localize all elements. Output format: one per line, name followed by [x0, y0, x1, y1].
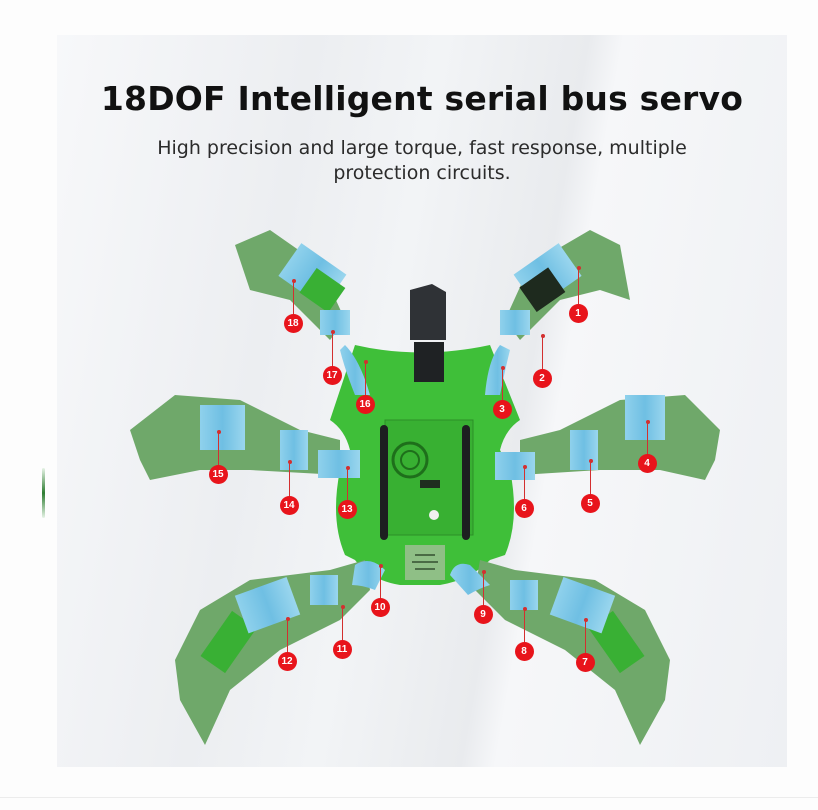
headline: 18DOF Intelligent serial bus servo: [100, 79, 744, 118]
leg-front-right: [485, 230, 630, 395]
servo-marker-12: 12: [277, 651, 297, 671]
servo-marker-anchor: [330, 330, 335, 334]
servo-marker-2: 2: [532, 368, 552, 388]
divider: [0, 797, 818, 798]
servo-marker-leader: [502, 368, 503, 409]
leg-middle-left: [130, 395, 360, 480]
servo-marker-leader: [647, 422, 648, 463]
servo-marker-4: 4: [637, 453, 657, 473]
servo-marker-leader: [365, 362, 366, 404]
leg-rear-right: [450, 560, 670, 745]
servo-marker-anchor: [576, 266, 581, 270]
servo-marker-anchor: [522, 465, 527, 469]
servo-marker-anchor: [340, 605, 345, 609]
leg-middle-right: [495, 395, 720, 480]
servo-marker-anchor: [287, 460, 292, 464]
servo-marker-14: 14: [279, 495, 299, 515]
servo-marker-anchor: [285, 617, 290, 621]
servo-marker-18: 18: [283, 313, 303, 333]
servo-marker-10: 10: [370, 597, 390, 617]
servo-marker-1: 1: [568, 303, 588, 323]
servo-marker-11: 11: [332, 639, 352, 659]
servo-marker-3: 3: [492, 399, 512, 419]
servo-marker-leader: [347, 468, 348, 509]
servo-marker-anchor: [522, 607, 527, 611]
servo-marker-8: 8: [514, 641, 534, 661]
camera-module: [410, 284, 446, 382]
servo-marker-7: 7: [575, 652, 595, 672]
servo-marker-leader: [524, 467, 525, 508]
servo-marker-anchor: [540, 334, 545, 338]
servo-marker-anchor: [588, 459, 593, 463]
servo-marker-leader: [287, 619, 288, 661]
servo-marker-leader: [483, 572, 484, 614]
servo-marker-leader: [524, 609, 525, 651]
servo-marker-6: 6: [514, 498, 534, 518]
servo-marker-16: 16: [355, 394, 375, 414]
servo-marker-anchor: [500, 366, 505, 370]
servo-marker-leader: [585, 620, 586, 662]
servo-marker-17: 17: [322, 365, 342, 385]
subheadline: High precision and large torque, fast re…: [157, 137, 687, 184]
servo-marker-leader: [289, 462, 290, 505]
servo-marker-anchor: [378, 564, 383, 568]
servo-marker-leader: [590, 461, 591, 503]
edge-artifact: [42, 468, 45, 518]
servo-marker-anchor: [345, 466, 350, 470]
servo-marker-anchor: [645, 420, 650, 424]
servo-marker-anchor: [583, 618, 588, 622]
servo-marker-anchor: [363, 360, 368, 364]
servo-marker-leader: [542, 336, 543, 378]
servo-marker-9: 9: [473, 604, 493, 624]
servo-marker-leader: [342, 607, 343, 649]
leg-front-left: [235, 230, 370, 395]
servo-marker-leader: [578, 268, 579, 313]
servo-marker-5: 5: [580, 493, 600, 513]
servo-marker-13: 13: [337, 499, 357, 519]
servo-marker-leader: [293, 281, 294, 323]
servo-marker-anchor: [481, 570, 486, 574]
robot-body: [330, 345, 520, 585]
servo-marker-anchor: [291, 279, 296, 283]
leg-rear-left: [175, 560, 385, 745]
servo-marker-anchor: [216, 430, 221, 434]
servo-marker-15: 15: [208, 464, 228, 484]
servo-marker-leader: [380, 566, 381, 607]
servo-marker-leader: [218, 432, 219, 474]
servo-marker-leader: [332, 332, 333, 375]
